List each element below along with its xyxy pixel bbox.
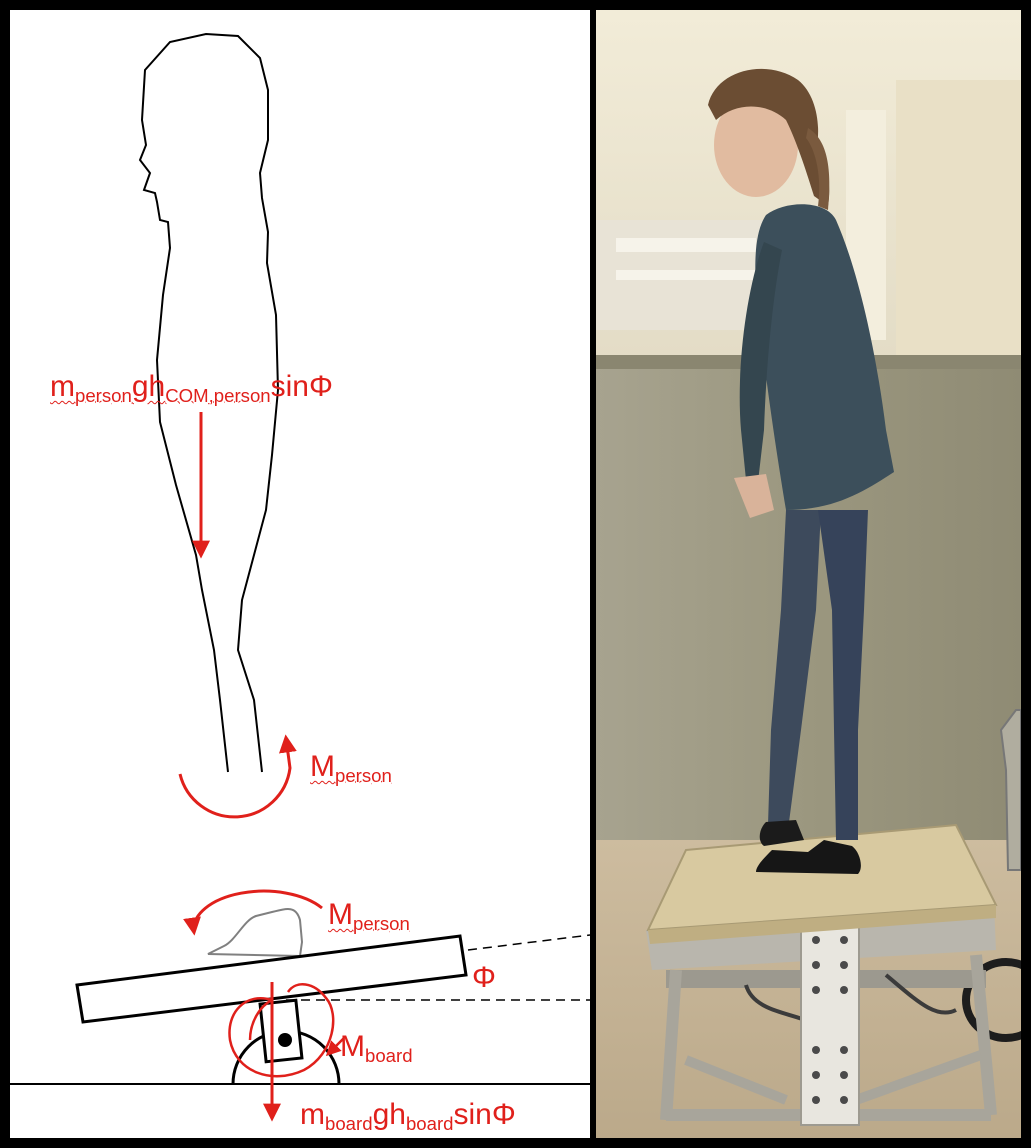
person-moment-arc-lower [194, 891, 322, 932]
free-body-diagram: mpersonghCOM,personsinΦ Mperson Mperson … [10, 10, 590, 1138]
person-gravity-torque-label: mpersonghCOM,personsinΦ [50, 372, 333, 406]
photo-illustration [596, 10, 1021, 1138]
diagram-canvas [10, 10, 590, 1138]
tilt-angle-label: Φ [472, 963, 496, 993]
person-moment-arc-upper [180, 738, 290, 817]
board-moment-label: Mboard [340, 1032, 413, 1066]
foot-outline [208, 909, 302, 956]
pivot-pin [278, 1033, 292, 1047]
board-plane-extension [468, 935, 590, 950]
board-gravity-torque-label: mboardghboardsinΦ [300, 1100, 516, 1134]
person-moment-label-lower: Mperson [328, 900, 410, 934]
balance-board-photo [596, 10, 1021, 1138]
person-moment-label-upper: Mperson [310, 752, 392, 786]
pivot-square [260, 1000, 302, 1061]
